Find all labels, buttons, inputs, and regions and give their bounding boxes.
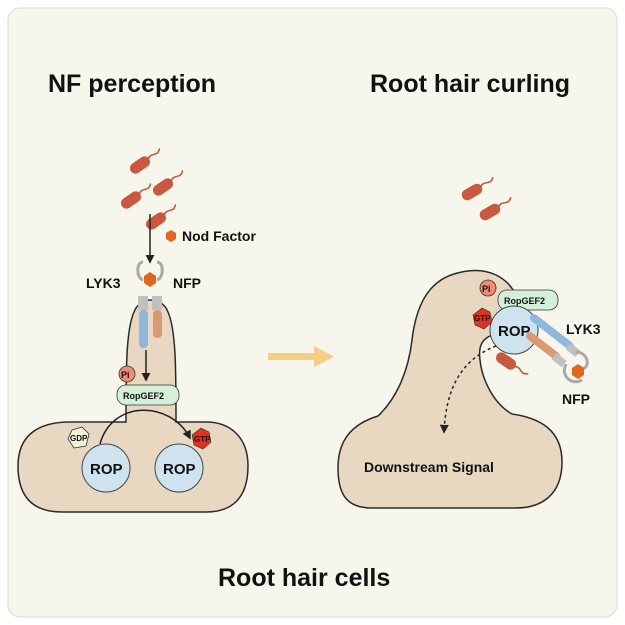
pi-badge-right	[479, 279, 497, 297]
rop-inactive	[81, 443, 131, 493]
gtp-icon-right	[472, 307, 493, 330]
transition-arrow	[268, 346, 334, 367]
receptor-complex-left	[136, 260, 164, 348]
lyk3-label-left: LYK3	[86, 275, 121, 291]
nfp-label-right: NFP	[562, 391, 590, 407]
nfp-receptor-left	[153, 310, 162, 338]
pi-badge-left	[118, 365, 136, 383]
nfp-label-left: NFP	[173, 275, 201, 291]
nod-factor-bound-left	[144, 272, 156, 287]
gdp-label: GDP	[70, 434, 88, 443]
rop-active	[154, 443, 204, 493]
rop-label-active: ROP	[163, 461, 196, 478]
ropgef2-label-left: RopGEF2	[123, 391, 164, 401]
pi-label-left: Pi	[121, 370, 130, 380]
ropgef2-box-left	[116, 384, 180, 406]
rop-active-right	[489, 305, 539, 355]
receptor-complex-right	[526, 314, 589, 384]
title-root-hair-curling: Root hair curling	[370, 70, 570, 98]
rop-label-inactive: ROP	[90, 461, 123, 478]
nod-factor-label: Nod Factor	[182, 228, 256, 244]
activation-arc	[99, 409, 191, 445]
gtp-icon-left	[191, 427, 212, 450]
gtp-label-right: GTP	[474, 314, 491, 323]
nod-factor-icon	[166, 230, 176, 242]
nod-factor-bound-right	[572, 364, 584, 379]
pi-label-right: Pi	[482, 284, 491, 294]
lyk3-label-right: LYK3	[566, 321, 601, 337]
ropgef2-label-right: RopGEF2	[504, 296, 545, 306]
title-nf-perception: NF perception	[48, 70, 216, 98]
lyk3-receptor-right	[530, 314, 574, 350]
gtp-label-left: GTP	[194, 435, 211, 444]
title-root-hair-cells: Root hair cells	[218, 564, 390, 592]
downstream-signal-label: Downstream Signal	[364, 459, 494, 475]
lyk3-receptor-left	[139, 310, 148, 348]
nfp-receptor-right	[526, 332, 560, 360]
rop-label-right: ROP	[498, 323, 531, 340]
gdp-icon	[67, 426, 90, 449]
